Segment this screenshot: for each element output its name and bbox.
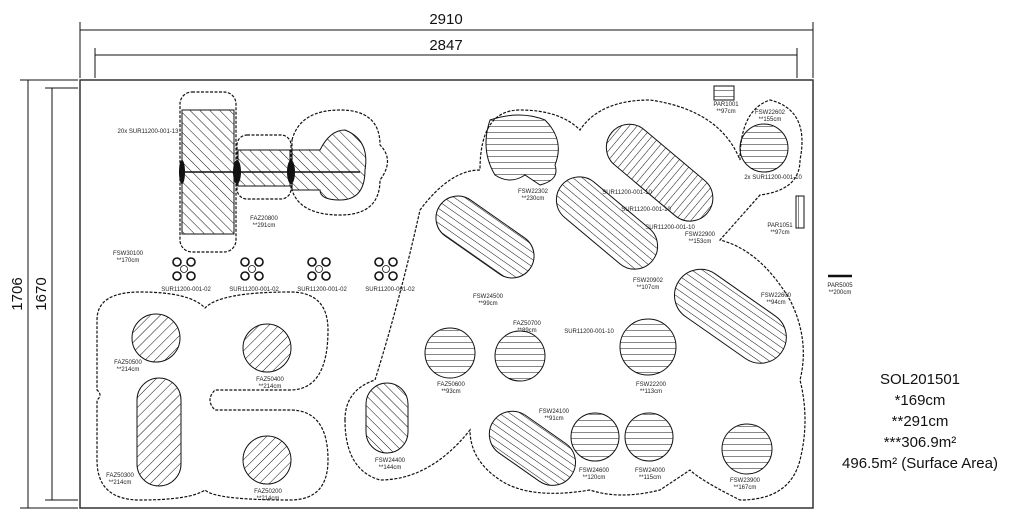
label-faz50700: FAZ50700**89cm xyxy=(513,321,541,334)
label-fsw24600: FSW24600**120cm xyxy=(579,468,610,481)
label-fsw22900: FSW22900**153cm xyxy=(685,232,716,245)
label-fsw22200: FSW22200**113cm xyxy=(636,382,667,395)
equipment-footprints xyxy=(131,85,852,487)
label-faz50300: FAZ50300**214cm xyxy=(106,473,134,486)
dimension-lines xyxy=(20,22,814,509)
label-faz50500: FAZ50500**214cm xyxy=(114,360,142,373)
outer-height-label: 1706 xyxy=(9,277,26,310)
label-sur13: 20x SUR11200-001-13 xyxy=(118,129,180,135)
label-sur02: SUR11200-001-02 xyxy=(365,287,415,293)
inner-width-label: 2847 xyxy=(429,37,462,54)
inner-height-label: 1670 xyxy=(33,277,50,310)
label-sur10c: SUR11200-001-10 xyxy=(645,225,695,231)
label-par1051: PAR1051**97cm xyxy=(767,223,793,236)
max-height: **291cm xyxy=(892,413,949,430)
summary-block: SOL201501 *169cm **291cm ***306.9m² 496.… xyxy=(842,371,998,472)
outer-width-label: 2910 xyxy=(429,11,462,28)
label-sur10x2: 2x SUR11200-001-10 xyxy=(744,175,802,181)
label-fsw22302: FSW22302**230cm xyxy=(518,189,549,202)
label-par5005: PAR5005**200cm xyxy=(827,283,853,296)
panel-par1051 xyxy=(795,195,805,229)
label-sur02: SUR11200-001-02 xyxy=(297,287,347,293)
label-faz50600: FAZ50600**93cm xyxy=(437,382,465,395)
free-fall-height: *169cm xyxy=(895,392,946,409)
label-fsw24400: FSW24400**144cm xyxy=(375,458,406,471)
label-faz20800: FAZ20800**291cm xyxy=(250,216,278,229)
label-fsw23900: FSW23900**167cm xyxy=(730,478,761,491)
equipment-labels: 20x SUR11200-001-13 FAZ20800**291cm FSW3… xyxy=(106,102,853,502)
label-sur02: SUR11200-001-02 xyxy=(229,287,279,293)
label-fsw24100: FSW24100**91cm xyxy=(539,409,570,422)
surface-area: 496.5m² (Surface Area) xyxy=(842,455,998,472)
label-par1001: PAR1001**97cm xyxy=(713,102,739,115)
safety-area: ***306.9m² xyxy=(884,434,957,451)
label-faz50400: FAZ50400**214cm xyxy=(256,377,284,390)
panel-par1001 xyxy=(713,85,735,101)
label-fsw30100: FSW30100**170cm xyxy=(113,251,144,264)
label-sur10b: SUR11200-001-10 xyxy=(621,207,671,213)
label-fsw24000: FSW24000**115cm xyxy=(635,468,666,481)
label-fsw20902: FSW20902**107cm xyxy=(633,278,664,291)
label-fsw22600: FSW22600**94cm xyxy=(761,293,792,306)
label-sur02: SUR11200-001-02 xyxy=(161,287,211,293)
label-sur10d: SUR11200-001-10 xyxy=(564,329,614,335)
label-faz50200: FAZ50200**214cm xyxy=(254,489,282,502)
label-sur10: SUR11200-001-10 xyxy=(602,190,652,196)
label-fsw22602: FSW22602**155cm xyxy=(755,110,786,123)
project-code: SOL201501 xyxy=(880,371,960,388)
label-fsw24500: FSW24500**99cm xyxy=(473,294,504,307)
